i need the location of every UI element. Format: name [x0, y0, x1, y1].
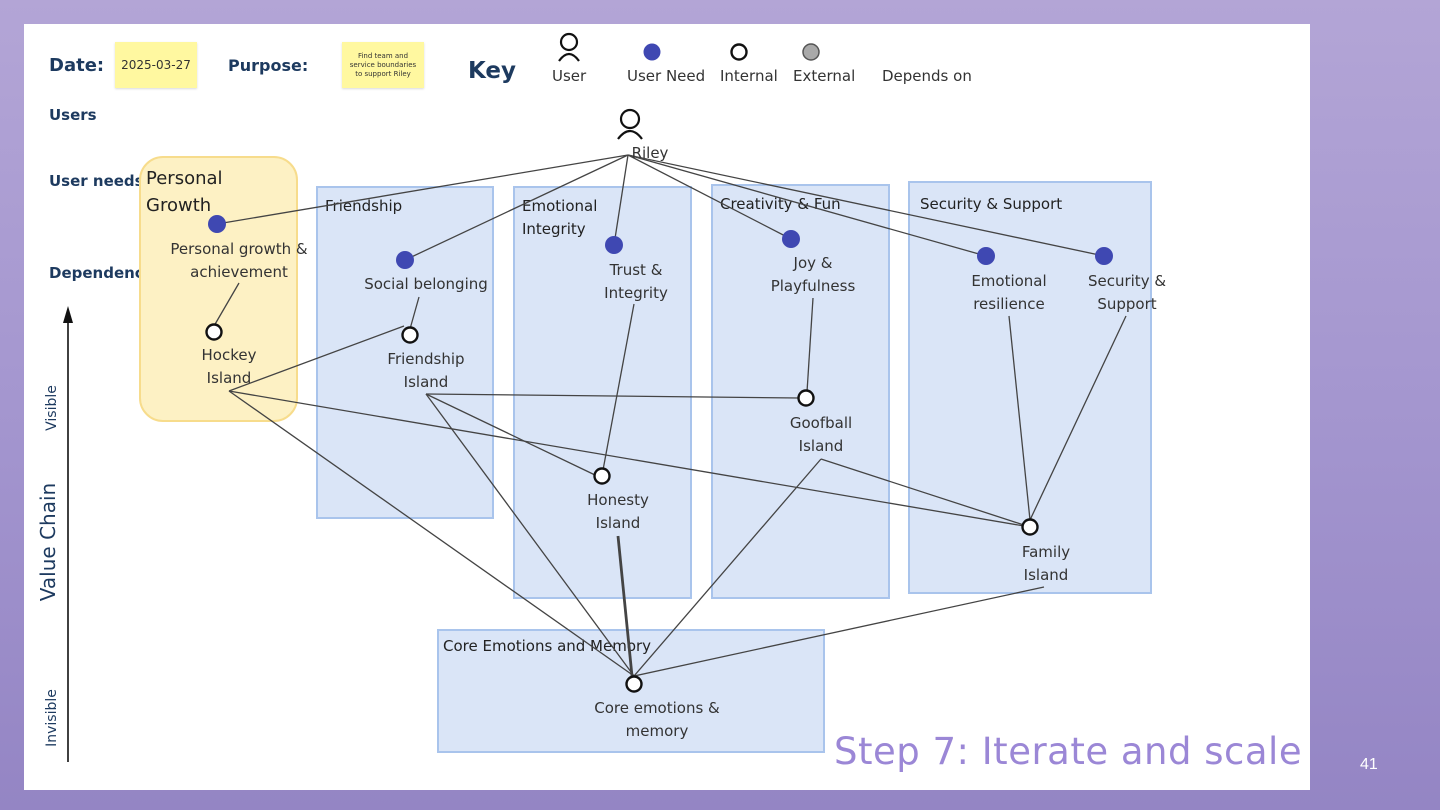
node-family-island	[1021, 518, 1039, 536]
link-riley-joy-playfulness	[627, 154, 792, 240]
internal-component-nodes	[205, 323, 1039, 693]
user-label-riley: Riley	[631, 144, 669, 162]
need-label-social-belonging: Social belonging	[364, 275, 488, 293]
riley-user-icon-body	[617, 129, 643, 140]
key-user-need-icon	[643, 43, 661, 61]
link-honesty-core	[616, 535, 634, 677]
need-dot-personal-growth	[208, 215, 226, 233]
component-label-family-island: Family Island	[1021, 543, 1071, 584]
key-user-label: User	[552, 67, 587, 85]
link-security-family	[1029, 315, 1127, 521]
node-honesty-island	[593, 467, 611, 485]
key-depends-on-label: Depends on	[882, 67, 972, 85]
dependency-lines	[213, 154, 1127, 677]
need-label-personal-growth: Personal growth & achievement	[170, 240, 308, 281]
link-hockey-family	[228, 390, 1031, 528]
node-hockey-island	[205, 323, 223, 341]
need-label-security-support: Security & Support	[1087, 272, 1167, 313]
need-dot-security-support	[1095, 247, 1113, 265]
need-label-joy-playfulness: Joy & Playfulness	[770, 254, 856, 295]
need-label-trust-integrity: Trust & Integrity	[604, 261, 668, 302]
key-user-need-label: User Need	[627, 67, 706, 85]
value-chain-canvas: Date: 2025-03-27 Purpose: Find team and …	[24, 24, 1310, 790]
link-riley-security-support	[627, 154, 1105, 257]
user-need-dots	[208, 215, 1113, 269]
group-label-core-emotions: Core Emotions and Memory	[443, 637, 652, 655]
group-emotional-integrity	[513, 186, 692, 599]
row-label-user-needs: User needs	[49, 172, 144, 190]
key-user-icon	[558, 32, 580, 62]
group-friendship	[316, 186, 494, 519]
link-goofball-family	[820, 458, 1031, 528]
key-internal-label: Internal	[720, 67, 778, 85]
date-label: Date:	[49, 55, 105, 76]
group-label-emotional-integrity: Emotional Integrity	[522, 197, 598, 238]
link-riley-emotional-resilience	[627, 154, 987, 257]
link-riley-trust-integrity	[613, 154, 629, 246]
link-resilience-family	[1008, 315, 1031, 521]
link-growth-hockey	[213, 282, 240, 327]
date-value: 2025-03-27	[121, 58, 191, 72]
group-label-security-support: Security & Support	[920, 195, 1063, 213]
date-sticky-note: 2025-03-27	[115, 42, 197, 88]
link-friendship-honesty	[425, 393, 596, 476]
user-node	[617, 108, 643, 140]
link-riley-personal-growth	[216, 154, 629, 225]
link-trust-honesty	[602, 303, 635, 471]
purpose-sticky-note: Find team and service boundaries to supp…	[342, 42, 424, 88]
component-label-goofball-island: Goofball Island	[789, 414, 853, 455]
need-dot-joy-playfulness	[782, 230, 800, 248]
riley-user-icon	[619, 108, 641, 130]
row-label-dependencies: Dependencies	[49, 264, 168, 282]
link-hockey-friendship	[228, 325, 405, 392]
component-label-core-emotions: Core emotions & memory	[594, 699, 720, 740]
node-friendship-island	[401, 326, 419, 344]
value-chain-arrow	[63, 306, 73, 762]
group-label-creativity-fun: Creativity & Fun	[720, 195, 841, 213]
group-personal-growth	[139, 156, 298, 422]
link-friendship-goofball	[425, 393, 800, 399]
row-label-users: Users	[49, 106, 97, 124]
group-label-personal-growth: Personal Growth	[146, 168, 223, 216]
slide-title: Step 7: Iterate and scale	[834, 730, 1303, 773]
key-internal-icon	[730, 43, 748, 61]
component-label-hockey-island: Hockey Island	[201, 346, 257, 387]
key-title: Key	[468, 58, 517, 84]
purpose-value: Find team and service boundaries to supp…	[349, 51, 417, 78]
link-friendship-core	[425, 393, 635, 677]
link-family-core	[633, 586, 1045, 677]
value-chain-map	[205, 108, 1127, 693]
link-belonging-friendship	[409, 296, 420, 330]
slide-number: 41	[1360, 756, 1378, 773]
link-goofball-core	[633, 458, 822, 677]
link-riley-social-belonging	[404, 154, 629, 261]
key-external-label: External	[793, 67, 856, 85]
link-hockey-core	[228, 390, 635, 677]
need-dot-trust-integrity	[605, 236, 623, 254]
link-joy-goofball	[806, 297, 814, 393]
key-external-icon	[802, 43, 820, 61]
need-dot-emotional-resilience	[977, 247, 995, 265]
component-label-honesty-island: Honesty Island	[587, 491, 649, 532]
need-label-emotional-resilience: Emotional resilience	[971, 272, 1047, 313]
node-core-emotions	[625, 675, 643, 693]
purpose-label: Purpose:	[228, 56, 309, 75]
component-label-friendship-island: Friendship Island	[387, 350, 465, 391]
need-dot-social-belonging	[396, 251, 414, 269]
group-label-friendship: Friendship	[325, 197, 403, 215]
node-goofball-island	[797, 389, 815, 407]
